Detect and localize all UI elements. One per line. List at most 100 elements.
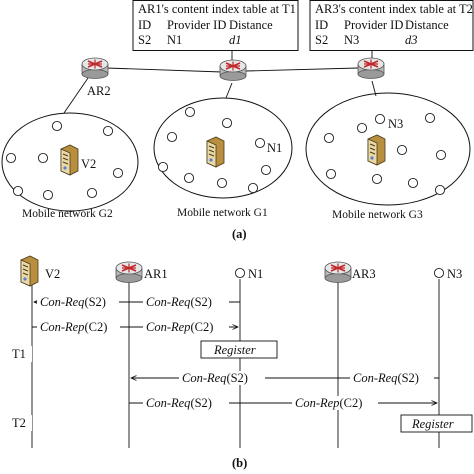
backbone-link (105, 67, 223, 73)
mobile-node-icon (112, 167, 124, 179)
message-label: Con-Rep(C2) (146, 320, 213, 334)
table-cell-provider: N3 (344, 33, 359, 47)
message-label: Con-Req(S2) (353, 371, 419, 385)
mobile-node-icon (356, 122, 368, 134)
table-header-distance: Distance (229, 18, 273, 32)
message-label: Con-Req(S2) (182, 371, 248, 385)
label-mask (292, 396, 378, 410)
mobile-node-icon (37, 152, 49, 164)
caption-b: (b) (232, 456, 247, 470)
mobile-node-icon (234, 267, 246, 279)
access-link (63, 77, 89, 114)
label-mask (37, 320, 120, 334)
router-icon (81, 57, 109, 80)
mobile-network-g1 (153, 97, 293, 199)
mobile-node-icon (12, 185, 24, 197)
mobile-node-icon (51, 120, 63, 132)
node-label-n1: N1 (267, 141, 282, 155)
label-mask (10, 346, 32, 362)
mobile-node-icon (435, 149, 447, 161)
table-cell-provider: N1 (167, 33, 182, 47)
caption-a: (a) (232, 227, 247, 241)
table-header-id: ID (315, 18, 328, 32)
mobile-node-icon (157, 161, 169, 173)
index-table-ar3: AR3's content index table at T2 ID Provi… (309, 0, 474, 51)
mobile-node-icon (407, 177, 419, 189)
index-table-title: AR3's content index table at T2 (315, 2, 473, 16)
node-label-n3: N3 (388, 117, 403, 131)
register-label: Register (411, 417, 454, 431)
label-mask (143, 320, 229, 334)
mobile-node-icon (254, 137, 266, 149)
table-header-provider: Provider ID (167, 18, 226, 32)
label-mask (143, 396, 229, 410)
backbone-link (245, 67, 359, 72)
lifelines (31, 279, 440, 448)
table-header-distance: Distance (405, 18, 449, 32)
message-label: Con-Rep(C2) (295, 396, 362, 410)
server-icon (206, 136, 225, 168)
table-cell-id: S2 (315, 33, 328, 47)
label-mask (10, 415, 32, 431)
network-label-g1: Mobile network G1 (177, 207, 268, 219)
register-label: Register (213, 343, 256, 357)
message-label: Con-Req(S2) (146, 396, 212, 410)
label-mask (37, 295, 119, 309)
entity-n1: N1 (248, 267, 263, 281)
register-box (400, 414, 473, 433)
mobile-node-icon (102, 125, 114, 137)
entity-ar3: AR3 (352, 267, 376, 281)
mobile-node-icon (260, 164, 272, 176)
table-cell-id: S2 (138, 33, 151, 47)
index-table-title: AR1's content index table at T1 (138, 2, 296, 16)
label-mask (143, 295, 229, 309)
mobile-node-icon (323, 132, 335, 144)
mobile-node-icon (325, 168, 337, 180)
entity-n3: N3 (447, 267, 462, 281)
mobile-node-icon (42, 189, 54, 201)
label-mask (350, 371, 434, 385)
server-label-v2: V2 (81, 157, 96, 171)
table-header-provider: Provider ID (344, 18, 403, 32)
label-mask (179, 371, 265, 385)
message-label: Con-Req(S2) (146, 295, 212, 309)
mobile-node-icon (433, 267, 445, 279)
router-icon (115, 261, 143, 284)
server-icon (20, 255, 39, 287)
server-icon (60, 144, 79, 176)
entity-v2: V2 (45, 267, 60, 281)
mobile-node-icon (184, 106, 196, 118)
time-label-t1: T1 (12, 347, 26, 361)
mobile-node-icon (396, 144, 408, 156)
router-icon (324, 261, 352, 284)
register-box (200, 340, 278, 359)
mobile-node-icon (424, 112, 436, 124)
mobile-node-icon (86, 187, 98, 199)
table-cell-distance: d1 (229, 33, 242, 47)
router-icon (219, 59, 247, 82)
entity-ar1: AR1 (144, 267, 168, 281)
mobile-node-icon (247, 182, 259, 194)
mobile-network-g2 (1, 112, 139, 212)
mobile-node-icon (216, 177, 228, 189)
router-label-ar2: AR2 (87, 84, 111, 98)
mobile-node-icon (183, 172, 195, 184)
mobile-node-icon (166, 131, 178, 143)
mobile-node-icon (5, 152, 17, 164)
mobile-node-icon (434, 184, 446, 196)
server-icon (367, 134, 386, 166)
mobile-node-icon (374, 113, 386, 125)
message-label: Con-Req(S2) (40, 295, 106, 309)
mobile-node-icon (371, 173, 383, 185)
router-icon (357, 57, 385, 80)
network-label-g3: Mobile network G3 (332, 209, 423, 221)
table-header-id: ID (138, 18, 151, 32)
access-link (225, 82, 233, 99)
network-label-g2: Mobile network G2 (22, 208, 113, 220)
message-label: Con-Rep(C2) (40, 320, 107, 334)
index-table-ar1: AR1's content index table at T1 ID Provi… (132, 0, 299, 51)
time-label-t2: T2 (12, 416, 26, 430)
mobile-network-g3 (305, 92, 471, 206)
mobile-node-icon (221, 117, 233, 129)
